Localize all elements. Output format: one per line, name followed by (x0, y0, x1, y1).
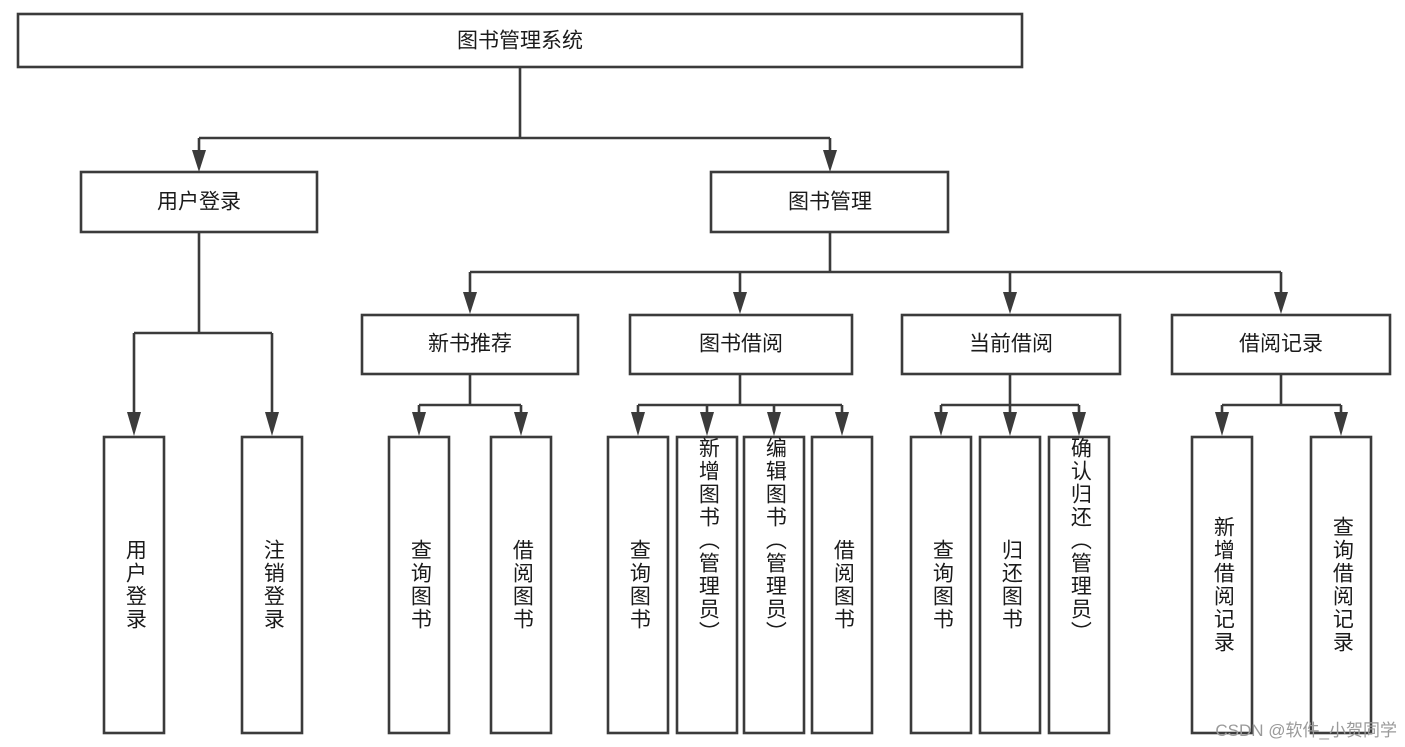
node-book-management-label: 图书管理 (788, 191, 872, 214)
leaf-box-query-borrow-record (1309, 435, 1373, 735)
leaf-box-borrow-book-2 (810, 435, 874, 735)
connector-root-to-level2 (192, 67, 837, 172)
leaf-box-query-book-3 (909, 435, 973, 735)
node-root-label: 图书管理系统 (457, 30, 583, 53)
watermark-text: CSDN @软件_小贺同学 (1215, 721, 1397, 740)
node-book-borrow[interactable]: 图书借阅 (628, 313, 854, 376)
node-current-borrow-label: 当前借阅 (969, 333, 1053, 356)
connector-borrow-record-to-leaves (1215, 374, 1348, 436)
node-user-login-label: 用户登录 (157, 191, 241, 214)
node-new-book-recommend-label: 新书推荐 (428, 333, 512, 356)
leaf-box-edit-book-admin (742, 435, 806, 735)
connector-level2-booking-to-level3 (463, 232, 1288, 314)
node-book-borrow-label: 图书借阅 (699, 333, 783, 356)
leaf-box-add-book-admin (675, 435, 739, 735)
leaf-boxes (102, 435, 1373, 735)
leaf-box-borrow-book-1 (489, 435, 553, 735)
connector-new-book-to-leaves (412, 374, 528, 436)
leaf-box-confirm-return-admin (1047, 435, 1111, 735)
node-borrow-record-label: 借阅记录 (1239, 333, 1323, 356)
node-current-borrow[interactable]: 当前借阅 (900, 313, 1122, 376)
leaf-box-logout (240, 435, 304, 735)
connector-current-borrow-to-leaves (934, 374, 1086, 436)
leaf-box-query-book-1 (387, 435, 451, 735)
node-user-login[interactable]: 用户登录 (79, 170, 319, 234)
leaf-box-query-book-2 (606, 435, 670, 735)
node-new-book-recommend[interactable]: 新书推荐 (360, 313, 580, 376)
connector-book-borrow-to-leaves (631, 374, 849, 436)
leaf-box-add-borrow-record (1190, 435, 1254, 735)
connector-user-login-to-leaves (127, 232, 279, 436)
node-root[interactable]: 图书管理系统 (16, 12, 1024, 69)
node-borrow-record[interactable]: 借阅记录 (1170, 313, 1392, 376)
leaf-box-return-book (978, 435, 1042, 735)
node-book-management[interactable]: 图书管理 (709, 170, 950, 234)
leaf-box-user-login (102, 435, 166, 735)
